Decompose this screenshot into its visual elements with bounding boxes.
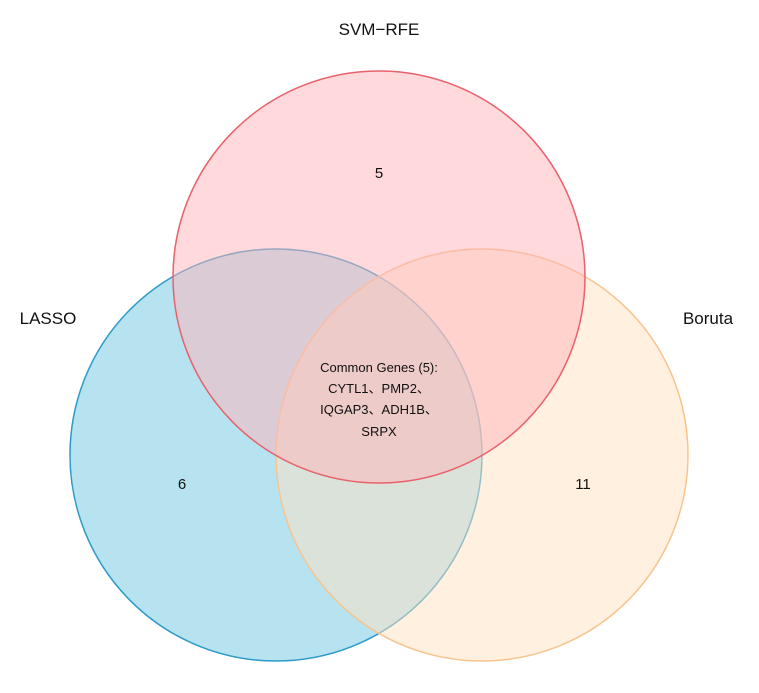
boruta-title: Boruta	[683, 309, 734, 328]
common-genes-line-3: SRPX	[361, 424, 397, 439]
lasso-title: LASSO	[20, 309, 77, 328]
common-genes-heading: Common Genes (5):	[320, 360, 438, 375]
common-genes-line-2: IQGAP3、ADH1B、	[320, 402, 438, 417]
boruta-unique-count: 11	[575, 476, 591, 493]
lasso-unique-count: 6	[178, 476, 186, 493]
common-genes-line-1: CYTL1、PMP2、	[328, 381, 430, 396]
svm-rfe-title: SVM−RFE	[339, 20, 420, 39]
svm-rfe-unique-count: 5	[375, 165, 383, 182]
svm-rfe-circle	[172, 70, 586, 484]
